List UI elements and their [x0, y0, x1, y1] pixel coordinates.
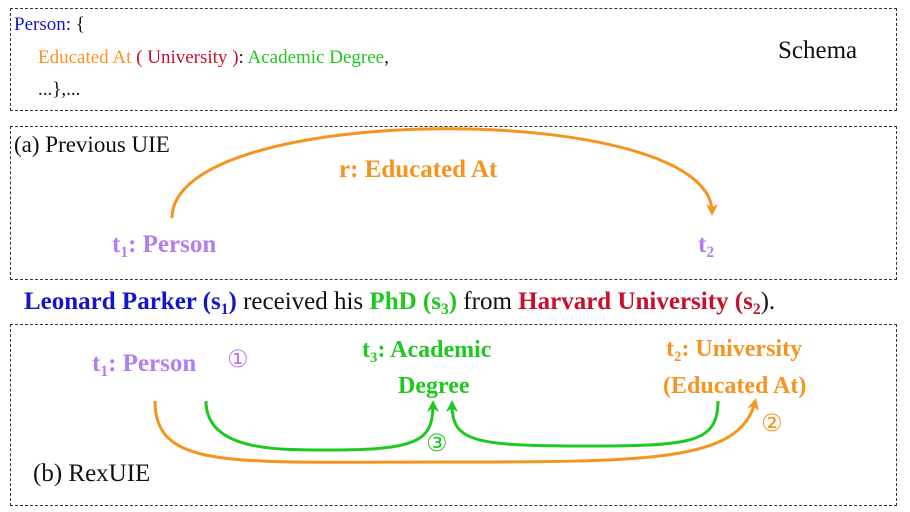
schema-attribute: Academic Degree [247, 47, 385, 68]
circle-1: ① [227, 345, 249, 373]
orange-arrow-b [153, 398, 759, 464]
rexuie-label: (b) RexUIE [33, 460, 151, 487]
previous-uie-label-text: (a) Previous UIE [14, 132, 170, 157]
rexuie-t3-t: t [362, 337, 370, 363]
rexuie-t2-rest: : University [681, 336, 803, 362]
previous-t2-sub: 2 [706, 243, 715, 261]
schema-relation: Educated At [38, 47, 132, 68]
schema-line-1: Person: { [14, 15, 85, 34]
previous-t1-person: t1: Person [112, 231, 217, 260]
s3-text: PhD (s [369, 288, 441, 315]
schema-brace: : { [65, 14, 85, 35]
span-s2-harvard: Harvard University (s2 [518, 288, 761, 318]
rexuie-t3-degree: Degree [398, 373, 470, 399]
rexuie-t1-rest: : Person [108, 350, 197, 377]
s1-text: Leonard Parker (s [24, 288, 221, 315]
s2-sub: 2 [752, 300, 761, 318]
relation-label: r: Educated At [339, 156, 498, 183]
rexuie-t1-t: t [92, 350, 101, 377]
rexuie-t2-university: t2: University [666, 336, 803, 364]
rexuie-t2-t: t [666, 336, 674, 362]
previous-t2-t: t [698, 231, 707, 258]
rexuie-t3-rest: : Academic [377, 337, 492, 363]
schema-label: Schema [778, 37, 858, 64]
previous-t1-sub: 1 [120, 243, 129, 261]
s1-sub: 1 [220, 300, 229, 318]
schema-line-3: ...},... [38, 79, 81, 100]
schema-comma: , [384, 47, 389, 68]
sentence: Leonard Parker (s1) received his PhD (s3… [24, 288, 776, 318]
green-arrow-t2-t3 [446, 400, 720, 448]
rexuie-t2-sub: 2 [674, 348, 682, 365]
rexuie-t2-educated-at: (Educated At) [663, 373, 807, 399]
rexuie-box [10, 324, 897, 506]
schema-box [10, 8, 897, 111]
green-arrow-t1-t3 [204, 400, 439, 452]
s3-sub: 3 [440, 300, 449, 318]
sentence-mid-2: from [457, 288, 519, 315]
schema-colon: : [238, 47, 248, 68]
previous-uie-label: (a) Previous UIE [14, 133, 170, 156]
rexuie-t1-person: t1: Person [92, 350, 197, 379]
previous-uie-box [10, 126, 897, 280]
rexuie-t3-sub: 3 [370, 349, 378, 366]
relation-arrow-a [170, 127, 718, 219]
span-s3-phd: PhD (s3) [369, 288, 458, 318]
s2-text: Harvard University (s [518, 288, 753, 315]
previous-t2: t2 [698, 231, 714, 260]
s2-close: ). [760, 288, 776, 315]
previous-t1-rest: : Person [128, 231, 217, 258]
sentence-mid-1: received his [236, 288, 370, 315]
schema-close-paren: ) [227, 47, 239, 68]
schema-entity-person: Person [14, 14, 66, 35]
schema-open-paren: ( [131, 47, 148, 68]
schema-type: University [147, 47, 228, 68]
circle-3: ③ [426, 429, 448, 457]
rexuie-t1-sub: 1 [100, 362, 109, 380]
span-s1-leonard-parker: Leonard Parker (s1) [24, 288, 237, 318]
circle-2: ② [761, 409, 783, 437]
previous-t1-t: t [112, 231, 121, 258]
s3-close: ) [448, 288, 458, 315]
s1-close: ) [228, 288, 237, 315]
schema-line-2: Educated At ( University ): Academic Deg… [38, 48, 389, 67]
rexuie-t3-academic: t3: Academic [362, 337, 492, 365]
